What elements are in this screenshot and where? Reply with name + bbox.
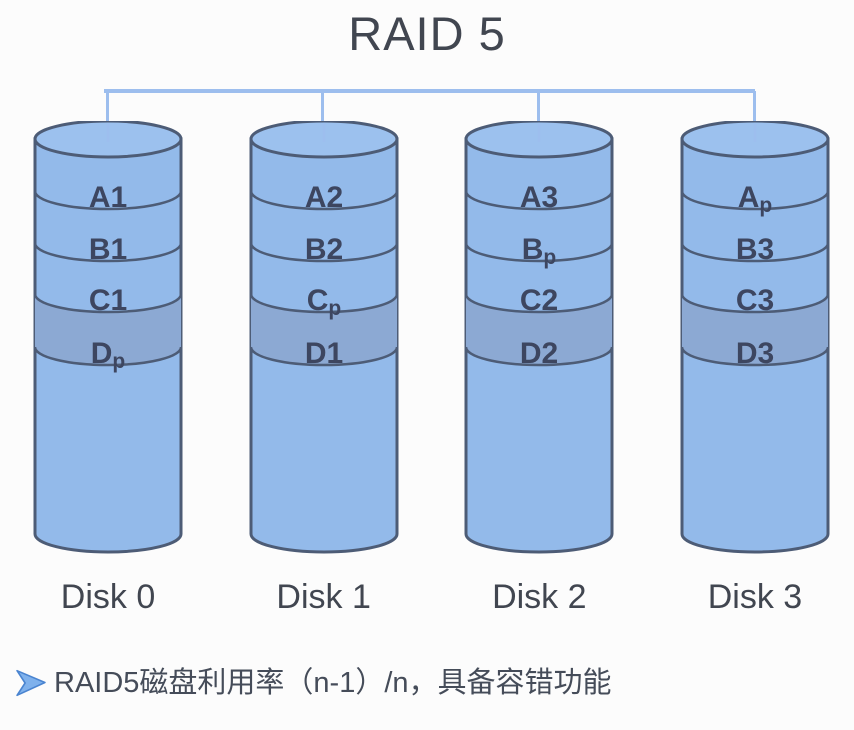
disk-band-separator — [680, 242, 830, 263]
disk-shaded-band — [250, 294, 397, 365]
disk-name: Disk 2 — [492, 578, 587, 616]
disk-band-separator — [33, 293, 183, 314]
disk-name: Disk 0 — [60, 578, 156, 616]
page-title: RAID 5 — [348, 7, 506, 60]
disk-block-label: A1 — [89, 181, 127, 214]
bus-drop-line — [321, 91, 324, 121]
disk-block-label: B2 — [304, 233, 342, 266]
arrowhead-bullet-icon — [16, 669, 46, 697]
disk-band-separator — [249, 242, 398, 263]
disk-block-label: C3 — [736, 284, 774, 317]
disk-block-label: Dp — [91, 337, 126, 373]
note-row: RAID5磁盘利用率（n-1）/n，具备容错功能 — [16, 666, 836, 701]
raid-bus-line — [104, 89, 755, 93]
disk-block-label: D1 — [304, 337, 342, 370]
disk-band-separator — [465, 293, 614, 314]
disk-block-label: B1 — [89, 233, 127, 266]
disk-name: Disk 1 — [276, 578, 371, 616]
disk-band-separator — [33, 346, 183, 367]
disk-band-separator — [465, 190, 614, 211]
disk-block-label: D2 — [520, 337, 558, 370]
disk-band-separator — [465, 242, 614, 263]
disk-shaded-band — [466, 294, 613, 365]
disk-shaded-band — [35, 294, 181, 365]
disk-block-label: D3 — [736, 337, 774, 370]
disk-block-label: C2 — [520, 284, 558, 317]
disk-band-separator — [249, 346, 398, 367]
disk-name: Disk 3 — [707, 578, 803, 616]
disk-block-label: B3 — [736, 233, 774, 266]
disk-band-separator — [465, 346, 614, 367]
disk-band-separator — [249, 190, 398, 211]
bus-drop-line — [537, 91, 540, 121]
disk-block-label: A3 — [520, 181, 558, 214]
disk-band-separator — [680, 190, 830, 211]
disk-band-separator — [680, 346, 830, 367]
disk-band-separator — [33, 190, 183, 211]
disk-block-label: A2 — [304, 181, 342, 214]
bus-drop-line — [753, 91, 756, 121]
disk-band-separator — [249, 293, 398, 314]
disk-block-label: C1 — [89, 284, 127, 317]
note-text: RAID5磁盘利用率（n-1）/n，具备容错功能 — [54, 667, 612, 699]
bus-drop-line — [106, 91, 109, 121]
disk-band-separator — [33, 242, 183, 263]
disk-shaded-band — [681, 294, 828, 365]
disk-band-separator — [680, 293, 830, 314]
